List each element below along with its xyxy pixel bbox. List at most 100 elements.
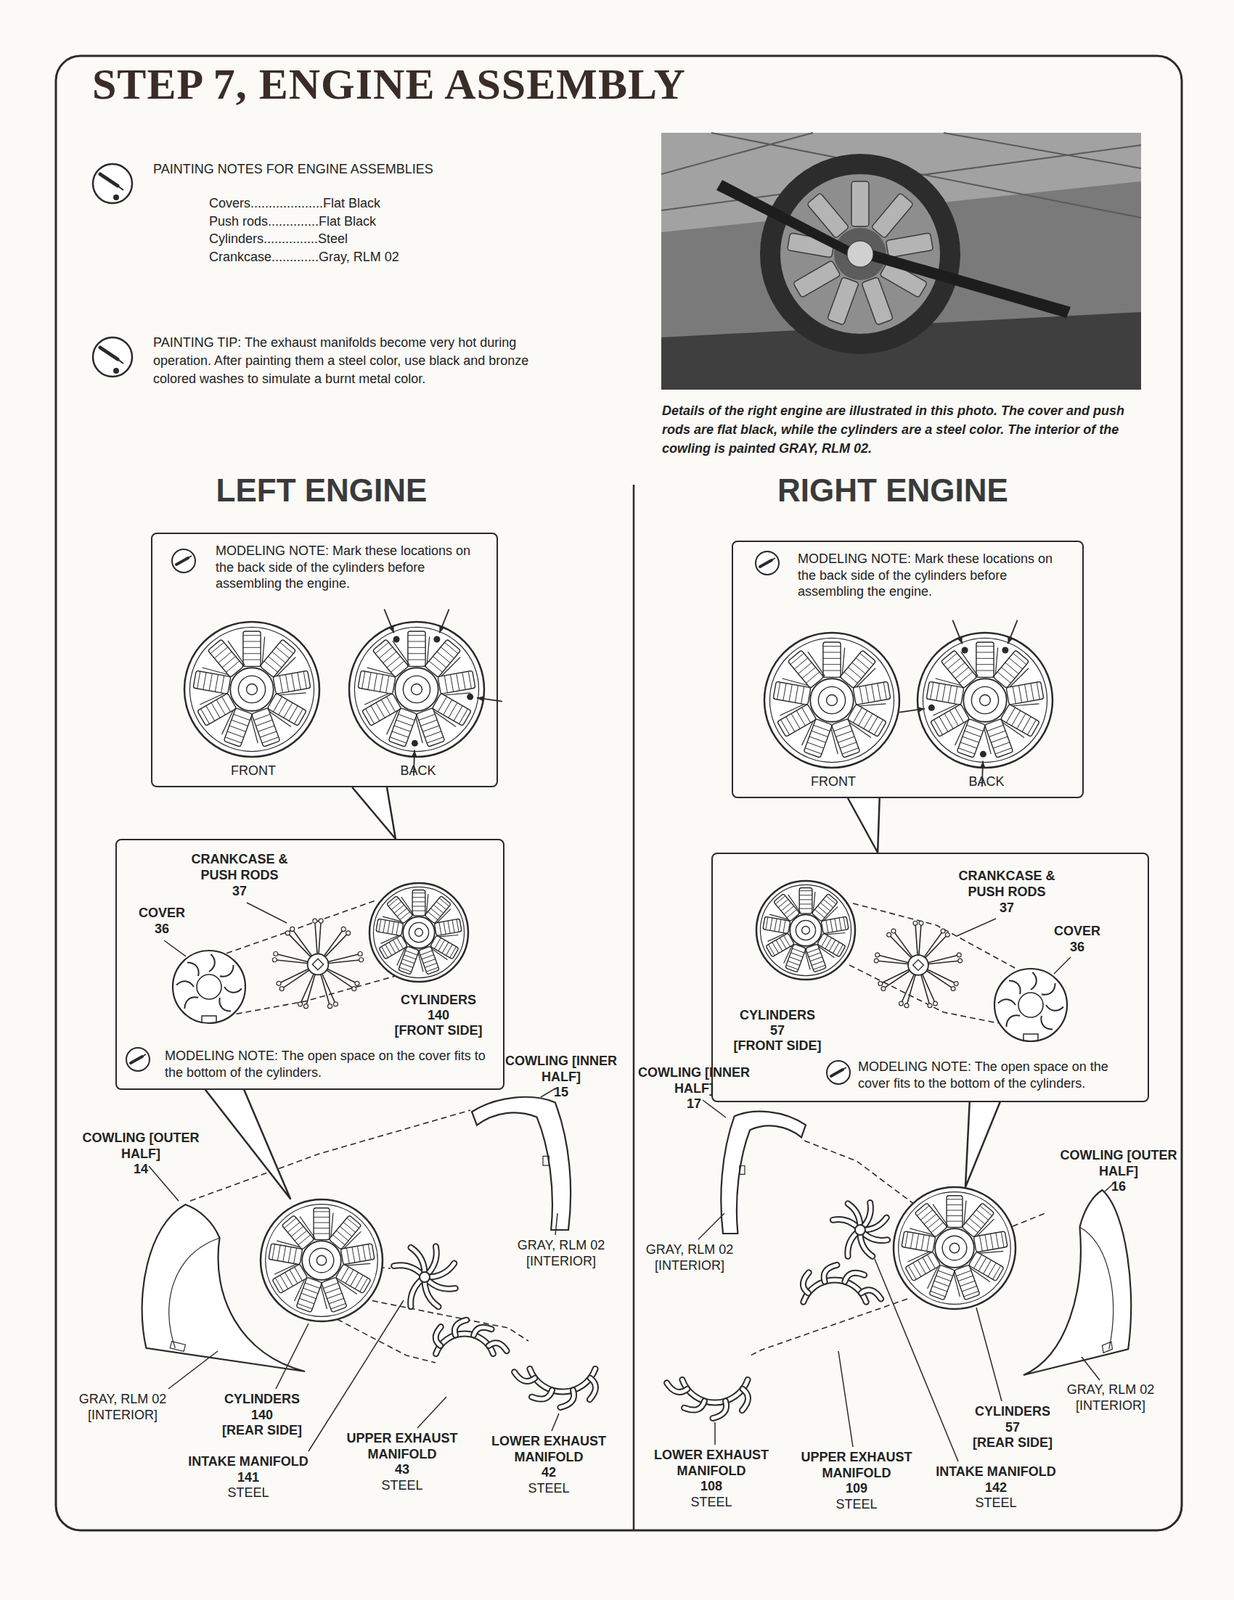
drawing-part	[287, 933, 312, 959]
drawing-part	[682, 1379, 748, 1404]
drawing-part	[887, 932, 892, 938]
drawing-part	[949, 1243, 959, 1253]
drawing-part	[889, 934, 913, 959]
drawing-part	[878, 982, 883, 987]
drawing-part	[844, 1273, 865, 1282]
drawing-part	[442, 942, 449, 954]
drawing-part	[946, 1215, 963, 1217]
drawing-part	[362, 671, 366, 689]
drawing-part	[805, 748, 822, 755]
drawing-part	[420, 950, 433, 956]
drawing-part	[916, 1234, 919, 1250]
drawing-part	[387, 921, 390, 934]
drawing-part	[779, 937, 787, 949]
drawing-part	[932, 1286, 948, 1292]
drawing-part	[777, 704, 817, 737]
drawing-part	[979, 761, 986, 769]
drawing-part	[769, 638, 894, 763]
drawing-part	[1080, 1227, 1114, 1350]
drawing-part	[325, 969, 355, 990]
drawing-part	[254, 714, 271, 721]
callout-number: 15	[499, 1085, 623, 1102]
drawing-part	[415, 929, 424, 938]
paint-label: STEEL	[333, 1478, 472, 1495]
drawing-part	[948, 685, 951, 704]
drawing-part	[369, 883, 469, 983]
drawing-part	[905, 1232, 909, 1249]
drawing-part	[294, 1267, 303, 1282]
drawing-part	[247, 708, 281, 750]
drawing-part	[823, 646, 841, 647]
drawing-part	[359, 958, 364, 963]
drawing-part	[933, 1001, 938, 1007]
drawing-part	[1023, 1034, 1039, 1041]
drawing-part	[206, 706, 215, 722]
drawing-part	[946, 1199, 963, 1200]
drawing-part	[589, 1378, 596, 1401]
drawing-part	[823, 1265, 837, 1282]
drawing-part	[1036, 682, 1040, 700]
drawing-part	[792, 260, 841, 299]
drawing-part	[383, 609, 394, 634]
drawing-part	[1102, 1342, 1113, 1354]
drawing-part	[955, 707, 964, 723]
cowling-outer	[1023, 1190, 1131, 1376]
drawing-part	[826, 695, 838, 707]
drawing-part	[313, 1217, 330, 1219]
cowling-inner	[720, 1112, 806, 1234]
drawing-part	[243, 631, 265, 667]
drawing-part	[195, 690, 237, 727]
section-heading: RIGHT ENGINE	[725, 473, 1060, 509]
drawing-part	[412, 910, 426, 912]
drawing-part	[297, 1303, 313, 1309]
drawing-part	[411, 740, 419, 747]
drawing-part	[877, 955, 911, 964]
drawing-part	[396, 720, 414, 726]
drawing-part	[373, 887, 464, 978]
drawing-part	[966, 725, 984, 731]
part-label: [REAR SIDE]	[958, 1435, 1068, 1452]
drawing-part	[386, 675, 390, 694]
label-group: CYLINDERS57[REAR SIDE]	[958, 1404, 1068, 1452]
part-label: CRANKCASE & PUSH RODS	[945, 868, 1069, 901]
drawing-part	[313, 1234, 330, 1235]
drawing-part	[412, 901, 426, 903]
drawing-part	[988, 730, 1006, 737]
drawing-part	[434, 937, 441, 949]
drawing-part	[270, 1260, 308, 1294]
part-label: UPPER EXHAUST MANIFOLD	[333, 1431, 472, 1463]
label-group: INTAKE MANIFOLD142STEEL	[919, 1464, 1073, 1513]
drawing-part	[419, 1272, 430, 1283]
drawing-part	[400, 963, 414, 968]
drawing-part	[313, 1222, 330, 1224]
drawing-part	[934, 1281, 950, 1287]
drawing-part	[307, 954, 329, 976]
drawing-part	[303, 1004, 308, 1009]
drawing-part	[851, 181, 869, 227]
drawing-part	[168, 1351, 218, 1390]
drawing-part	[325, 968, 358, 984]
drawing-part	[954, 1265, 980, 1301]
drawing-part	[230, 667, 274, 712]
part-label: COWLING [OUTER HALF]	[1056, 1148, 1181, 1180]
drawing-part	[976, 658, 994, 660]
location-marks	[899, 620, 1017, 787]
modeling-note-icon	[826, 1061, 851, 1085]
drawing-part	[979, 695, 991, 707]
drawing-part	[445, 944, 453, 956]
drawing-part	[913, 960, 925, 972]
drawing-part	[560, 1390, 575, 1409]
drawing-part	[945, 932, 950, 938]
drawing-part	[979, 751, 987, 758]
drawing-part	[285, 675, 289, 693]
drawing-part	[1081, 1357, 1100, 1381]
drawing-part	[923, 931, 943, 959]
drawing-part	[209, 954, 215, 972]
drawing-part	[739, 1166, 745, 1176]
drawing-part	[770, 918, 773, 931]
drawing-part	[315, 921, 318, 956]
drawing-part	[349, 622, 485, 758]
drawing-part	[243, 640, 261, 642]
drawing-part	[684, 1401, 705, 1411]
drawing-part	[902, 1248, 941, 1282]
